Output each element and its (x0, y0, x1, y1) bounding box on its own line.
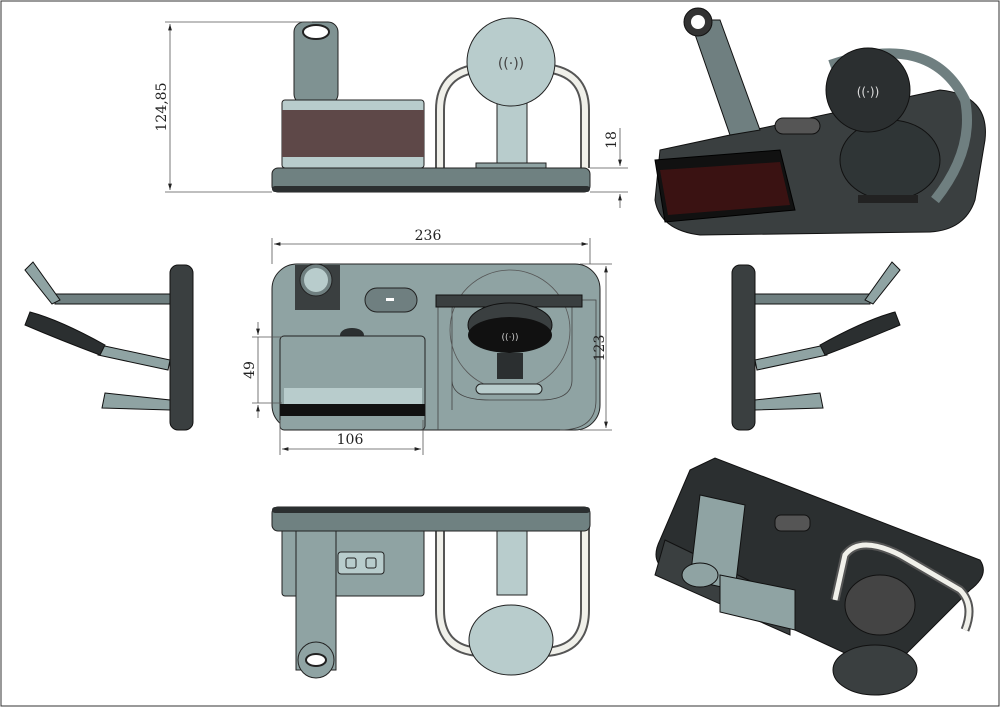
wireless-charging-icon: ((·)) (498, 56, 524, 72)
width-total-label: 236 (415, 228, 442, 244)
right-side-view (731, 261, 901, 431)
dimension-base-height: 18 (590, 128, 628, 208)
dimension-height: 124,85 (154, 21, 312, 193)
tray-depth-label: 49 (242, 361, 258, 379)
base-height-label: 18 (604, 131, 620, 149)
tray-width-label: 106 (337, 432, 364, 448)
height-total-label: 124,85 (154, 83, 170, 132)
top-view: ((·)) (271, 263, 601, 431)
dimension-width: 236 (271, 228, 591, 264)
left-side-view (24, 261, 194, 431)
dimension-depth: 123 (580, 263, 612, 431)
depth-total-label: 123 (592, 335, 608, 362)
svg-text:((·)): ((·)) (502, 333, 519, 343)
dimension-tray-width: 106 (279, 420, 424, 455)
dimension-tray-depth: 49 (242, 322, 282, 418)
iso-view-bottom (654, 457, 984, 696)
iso-view-top: ((·)) (654, 7, 986, 236)
svg-text:((·)): ((·)) (857, 85, 880, 99)
front-view: ((·)) (271, 17, 591, 193)
bottom-view (271, 506, 591, 679)
